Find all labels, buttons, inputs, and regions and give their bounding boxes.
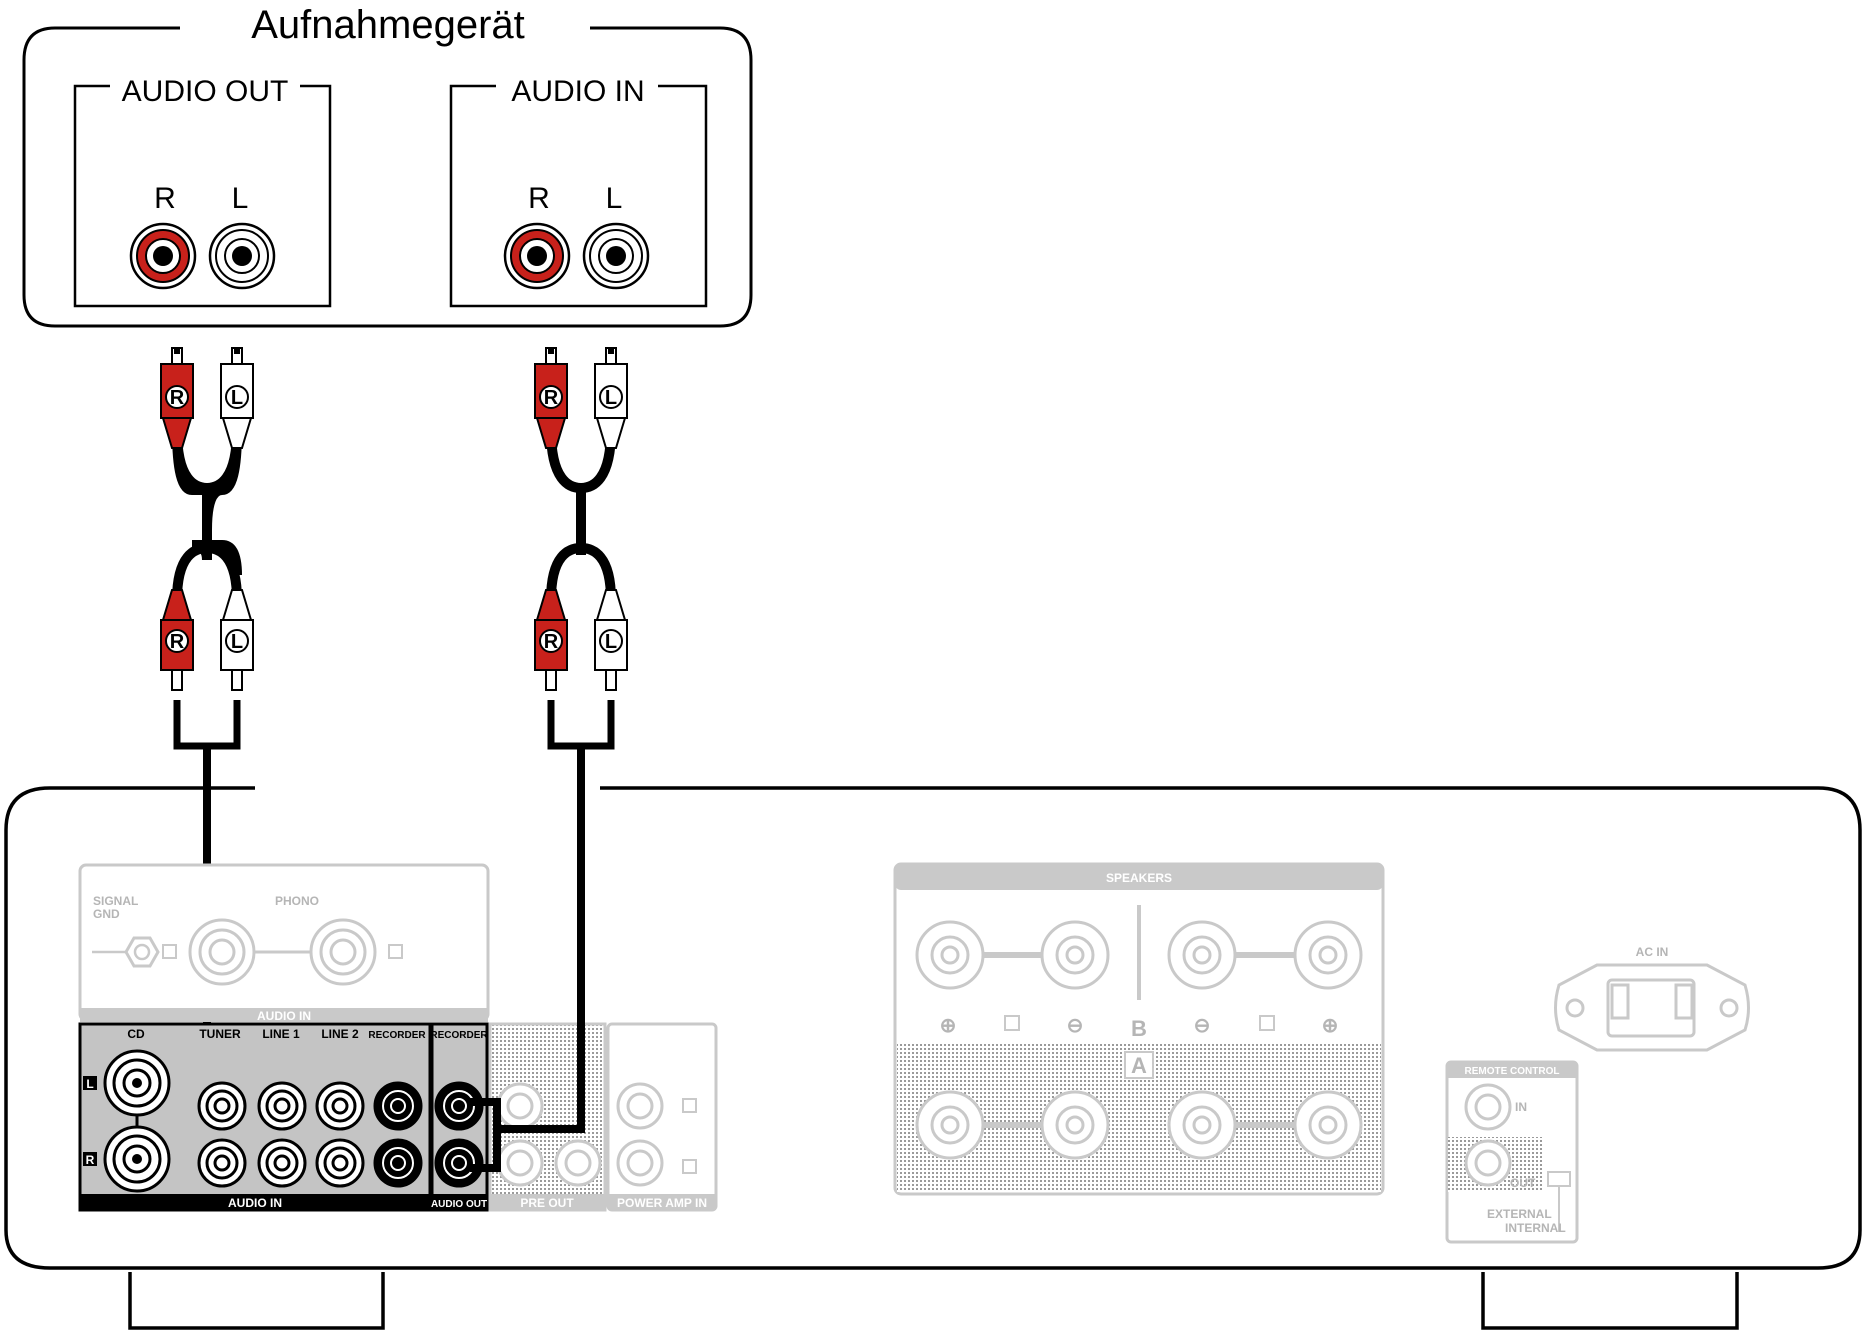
- pre-out-r-jack[interactable]: [496, 1139, 544, 1187]
- svg-text:IN: IN: [1515, 1100, 1527, 1114]
- svg-text:R: R: [170, 631, 185, 653]
- svg-text:TUNER: TUNER: [199, 1027, 241, 1041]
- svg-text:AUDIO IN: AUDIO IN: [228, 1196, 282, 1210]
- recorder-title: Aufnahmegerät: [251, 3, 525, 47]
- svg-text:L: L: [231, 631, 243, 653]
- svg-text:POWER AMP IN: POWER AMP IN: [617, 1196, 707, 1210]
- svg-text:B: B: [1131, 1016, 1147, 1041]
- svg-text:RECORDER: RECORDER: [430, 1030, 488, 1041]
- recorder-audio-out-panel: AUDIO OUT R L: [73, 75, 332, 308]
- svg-text:R: R: [544, 387, 559, 409]
- recorder-in-r-jack[interactable]: [373, 1138, 423, 1188]
- recorder-audio-in-panel: AUDIO IN R L: [449, 75, 708, 308]
- remote-out-jack[interactable]: [1464, 1139, 1512, 1187]
- svg-text:R: R: [544, 631, 559, 653]
- remote-in-jack[interactable]: [1464, 1083, 1512, 1131]
- svg-text:AUDIO IN: AUDIO IN: [257, 1009, 311, 1023]
- recorder-device: Aufnahmegerät AUDIO OUT R L AUDIO I: [22, 3, 753, 328]
- svg-text:SPEAKERS: SPEAKERS: [1106, 871, 1172, 885]
- recorder-out-r-jack[interactable]: [434, 1138, 484, 1188]
- external-internal-switch[interactable]: [1547, 1171, 1571, 1232]
- svg-text:PRE OUT: PRE OUT: [520, 1196, 574, 1210]
- power-amp-in-section: POWER AMP IN: [606, 1022, 718, 1212]
- line1-r-jack[interactable]: [257, 1138, 307, 1188]
- svg-text:RECORDER: RECORDER: [368, 1030, 426, 1041]
- signal-gnd-terminal[interactable]: [92, 936, 160, 968]
- audio-out-r-jack[interactable]: [129, 222, 197, 290]
- phono-section: SIGNAL GND PHONO AUDIO IN: [78, 863, 490, 1023]
- svg-text:L: L: [231, 387, 243, 409]
- svg-text:⊕: ⊕: [1322, 1015, 1339, 1037]
- phono-r-jack[interactable]: [188, 918, 256, 986]
- svg-text:REMOTE CONTROL: REMOTE CONTROL: [1465, 1066, 1560, 1077]
- audio-out-r-label: R: [154, 182, 176, 215]
- cd-l-jack[interactable]: [103, 1049, 171, 1117]
- tuner-l-jack[interactable]: [197, 1081, 247, 1131]
- plug-l-top-1: L: [220, 347, 254, 449]
- speakers-section: SPEAKERS ⊕ ⊖ B ⊖ ⊕ A: [893, 862, 1385, 1196]
- svg-text:OUT: OUT: [1510, 1176, 1536, 1190]
- audio-in-label: AUDIO IN: [511, 75, 644, 108]
- cd-r-jack[interactable]: [103, 1125, 171, 1193]
- pre-out-l-jack[interactable]: [496, 1082, 544, 1130]
- svg-text:R: R: [170, 387, 185, 409]
- audio-out-label: AUDIO OUT: [122, 75, 289, 108]
- svg-text:A: A: [1131, 1053, 1147, 1078]
- audio-out-l-jack[interactable]: [208, 222, 276, 290]
- svg-text:L: L: [605, 387, 617, 409]
- plug-l-top-2: L: [594, 347, 628, 449]
- svg-text:GND: GND: [93, 907, 120, 921]
- speaker-a-terminals[interactable]: [915, 1090, 1363, 1160]
- line1-l-jack[interactable]: [257, 1081, 307, 1131]
- tuner-r-jack[interactable]: [197, 1138, 247, 1188]
- audio-out-l-label: L: [232, 182, 249, 215]
- line2-l-jack[interactable]: [315, 1081, 365, 1131]
- recorder-out-section: RECORDER AUDIO OUT: [430, 1022, 489, 1212]
- power-amp-in-l-jack[interactable]: [616, 1082, 664, 1130]
- svg-text:L: L: [86, 1077, 93, 1091]
- audio-in-r-label: R: [528, 182, 550, 215]
- audio-in-section: CD TUNER LINE 1 LINE 2 RECORDER L R: [78, 1022, 432, 1212]
- phono-l-jack[interactable]: [309, 918, 377, 986]
- svg-text:LINE 2: LINE 2: [321, 1027, 359, 1041]
- plug-l-bottom-2: L: [594, 589, 628, 691]
- line2-r-jack[interactable]: [315, 1138, 365, 1188]
- svg-text:⊕: ⊕: [940, 1015, 957, 1037]
- plug-r-top-2: R: [534, 347, 568, 449]
- svg-text:⊖: ⊖: [1067, 1015, 1084, 1037]
- pre-out-sub-jack[interactable]: [554, 1139, 602, 1187]
- speaker-b-terminals[interactable]: [915, 905, 1363, 1000]
- svg-text:AC IN: AC IN: [1636, 945, 1669, 959]
- power-amp-in-r-jack[interactable]: [616, 1139, 664, 1187]
- audio-in-r-jack[interactable]: [503, 222, 571, 290]
- recorder-in-l-jack[interactable]: [373, 1081, 423, 1131]
- audio-in-l-jack[interactable]: [582, 222, 650, 290]
- right-foot: [1481, 1272, 1739, 1330]
- svg-text:CD: CD: [127, 1027, 145, 1041]
- cable-amp-out-to-recorder-in: R L R L: [534, 347, 628, 750]
- plug-r-top-1: R: [160, 347, 194, 449]
- remote-control-section: REMOTE CONTROL IN OUT EXTERNAL INTERNAL: [1445, 1060, 1579, 1244]
- svg-text:R: R: [86, 1153, 95, 1167]
- svg-text:INTERNAL: INTERNAL: [1505, 1221, 1566, 1235]
- left-foot: [128, 1272, 385, 1330]
- audio-in-l-label: L: [606, 182, 623, 215]
- pre-out-section: PRE OUT: [488, 1022, 607, 1212]
- amplifier-rear-panel: SIGNAL GND PHONO AUDIO IN: [4, 746, 1862, 1330]
- svg-text:PHONO: PHONO: [275, 894, 319, 908]
- plug-r-bottom-1: R: [160, 589, 194, 691]
- svg-text:AUDIO OUT: AUDIO OUT: [431, 1199, 487, 1210]
- ac-in-socket[interactable]: AC IN: [1554, 945, 1750, 1052]
- svg-text:⊖: ⊖: [1194, 1015, 1211, 1037]
- plug-l-bottom-1: L: [220, 589, 254, 691]
- plug-r-bottom-2: R: [534, 589, 568, 691]
- svg-text:LINE 1: LINE 1: [262, 1027, 300, 1041]
- svg-text:EXTERNAL: EXTERNAL: [1487, 1207, 1552, 1221]
- svg-text:SIGNAL: SIGNAL: [93, 894, 138, 908]
- svg-text:L: L: [605, 631, 617, 653]
